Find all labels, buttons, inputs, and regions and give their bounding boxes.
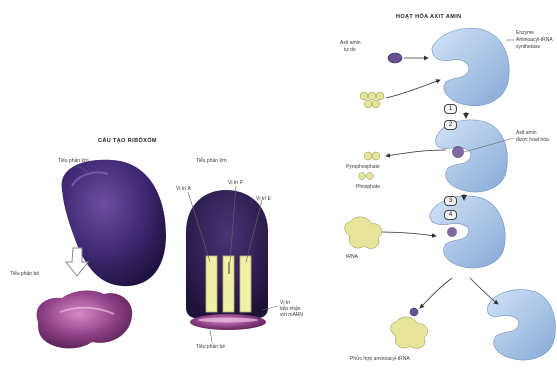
enzyme-3 bbox=[430, 196, 505, 268]
trna-bar-a bbox=[240, 256, 251, 312]
trna-molecule-1 bbox=[345, 217, 382, 249]
label-small-subunit-right: Tiểu phần bé bbox=[196, 344, 225, 350]
step-badge-4: 4 bbox=[444, 210, 457, 220]
activation-title: HOẠT HÓA AXIT AMIN bbox=[396, 14, 462, 20]
amino-acid-free bbox=[388, 53, 402, 63]
trna-molecule-2 bbox=[391, 308, 428, 348]
ribosome-title: CẤU TẠO RIBÔXÔM bbox=[98, 138, 157, 144]
arrow-complex-out bbox=[420, 278, 452, 308]
label-site-e: Vị trí E bbox=[256, 196, 271, 202]
step-badge-1: 1 bbox=[444, 104, 457, 114]
label-pyrophosphate: Pyrophosphate bbox=[346, 164, 380, 170]
label-site-p: Vị trí P bbox=[228, 180, 243, 186]
label-large-subunit-right: Tiểu phần lớn bbox=[196, 158, 227, 164]
label-phosphate: Phosphate bbox=[356, 184, 380, 190]
mrna-strand bbox=[198, 318, 258, 323]
label-free-aa-2: tự do bbox=[344, 47, 356, 53]
label-enzyme-3: synthetase bbox=[516, 44, 540, 50]
arrow-trna-in bbox=[382, 232, 436, 236]
pyrophosphate-cluster bbox=[364, 152, 380, 160]
step-badge-2: 2 bbox=[444, 120, 457, 130]
label-complex: Phức hợp aminoacyl-tRNA bbox=[350, 356, 410, 362]
label-free-aa-1: Axit amin bbox=[340, 40, 361, 46]
trna-bar-e bbox=[206, 256, 217, 312]
label-bound-aa-1: Axit amin bbox=[516, 130, 537, 136]
atp-cluster bbox=[360, 92, 384, 108]
arrow-pyrophosphate-out bbox=[386, 150, 446, 156]
small-subunit-shape bbox=[37, 291, 133, 349]
label-enzyme-2: Aminoacyl-tRNA bbox=[516, 37, 553, 43]
label-large-subunit-left: Tiểu phần lớn bbox=[58, 158, 89, 164]
label-small-subunit-left: Tiểu phần bé bbox=[10, 271, 39, 277]
label-site-a: Vị trí A bbox=[176, 186, 191, 192]
enzyme-2 bbox=[436, 120, 508, 192]
leader-small-right bbox=[210, 330, 212, 342]
enzyme-4 bbox=[488, 290, 556, 360]
arrow-enzyme-release bbox=[470, 278, 498, 304]
enzyme-1 bbox=[432, 28, 509, 106]
arrow-atp-to-enzyme bbox=[386, 80, 440, 98]
label-bound-aa-2: được hoạt hóa bbox=[516, 137, 549, 143]
phosphate-cluster bbox=[359, 173, 374, 180]
step-badge-3: 3 bbox=[444, 196, 457, 206]
label-mrna-line-3: với mARN bbox=[280, 312, 303, 318]
label-enzyme-1: Enzyme bbox=[516, 30, 534, 36]
label-trna: tRNA bbox=[346, 254, 358, 260]
